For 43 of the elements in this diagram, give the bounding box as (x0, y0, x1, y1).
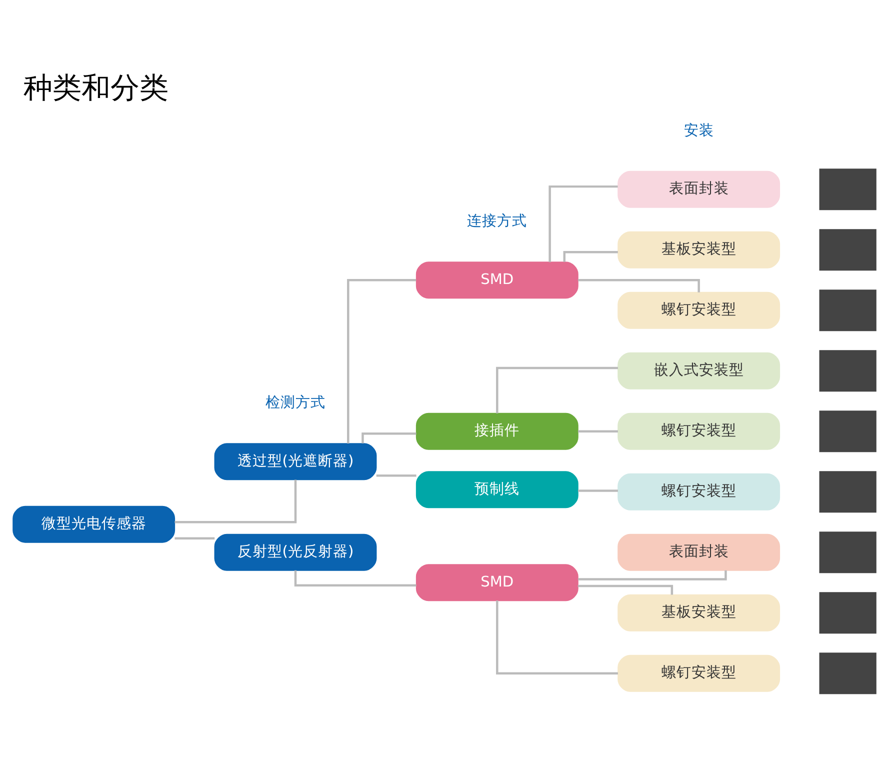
node-box: 预制线 (416, 471, 578, 508)
node-box: SMD (416, 564, 578, 602)
node-box: 嵌入式安装型 (618, 352, 780, 390)
connector (362, 432, 416, 444)
label: 连接方式 (467, 212, 528, 230)
connector (347, 279, 416, 444)
connector (578, 430, 618, 432)
node-box: 螺钉安装型 (618, 412, 780, 450)
connector (578, 570, 727, 580)
connector (496, 600, 618, 674)
node-box (819, 652, 876, 694)
connector (376, 474, 416, 477)
node-box (819, 229, 876, 271)
node-box (819, 350, 876, 392)
label: 安装 (684, 122, 714, 139)
node-box: 透过型(光遮断器) (214, 443, 377, 480)
node-box: 表面封装 (618, 170, 780, 208)
connector (174, 480, 297, 524)
node-box: 基板安装型 (618, 231, 780, 268)
connector (174, 537, 215, 540)
connector (578, 584, 674, 595)
node-box: SMD (416, 262, 578, 299)
node-box: 表面封装 (618, 534, 780, 571)
connector (578, 279, 700, 292)
connector (578, 490, 618, 492)
connector (548, 185, 618, 262)
node-box (819, 290, 876, 332)
node-box (819, 471, 876, 513)
node-box: 接插件 (416, 412, 578, 450)
node-box (819, 168, 876, 210)
node-box: 螺钉安装型 (618, 654, 780, 692)
node-box: 微型光电传感器 (12, 506, 176, 543)
label: 检测方式 (265, 394, 326, 412)
diagram-title: 种类和分类 (24, 70, 169, 104)
connector (563, 250, 618, 262)
node-box: 螺钉安装型 (618, 473, 780, 510)
node-box (819, 592, 876, 634)
node-box (819, 410, 876, 452)
node-box (819, 532, 876, 574)
node-box: 基板安装型 (618, 594, 780, 632)
node-box: 反射型(光反射器) (214, 534, 377, 571)
node-box: 螺钉安装型 (618, 292, 780, 329)
connector (496, 366, 618, 414)
